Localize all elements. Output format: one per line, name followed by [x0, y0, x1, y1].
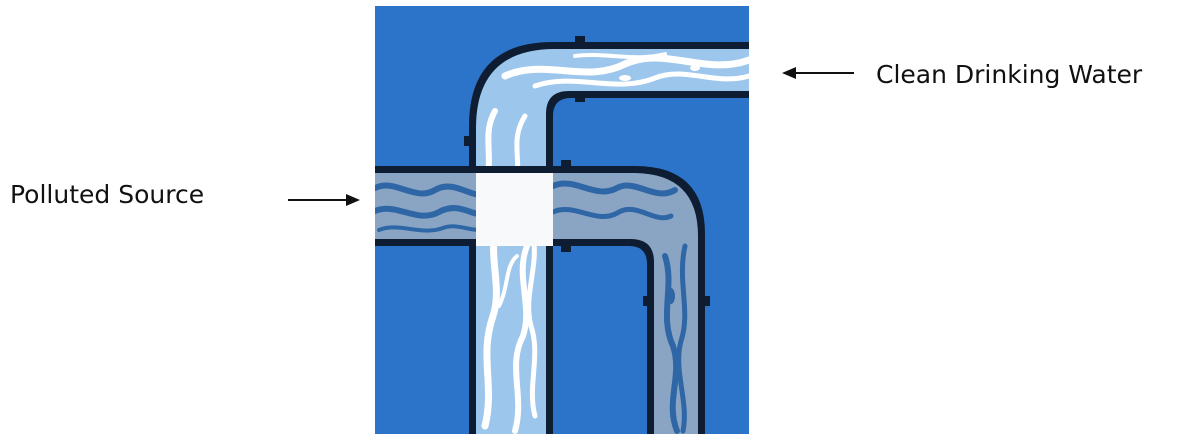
- clean-drinking-water-label: Clean Drinking Water: [876, 60, 1143, 89]
- polluted-source-label: Polluted Source: [10, 180, 205, 209]
- clean-water-pipe: [464, 36, 749, 434]
- water-pipes-illustration: [375, 6, 749, 434]
- filter-block: [476, 173, 553, 246]
- polluted-water-pipe: [375, 160, 710, 434]
- clean-water-arrow-icon: [782, 67, 854, 79]
- polluted-source-arrow-icon: [288, 194, 360, 206]
